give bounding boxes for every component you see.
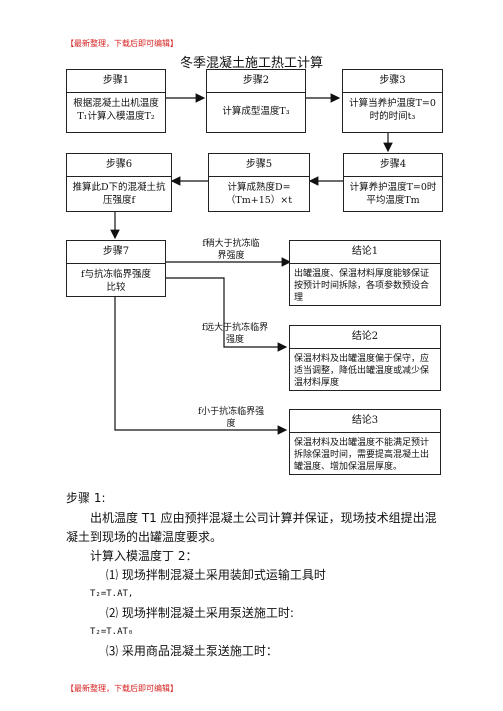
step3-head: 步骤3 xyxy=(343,70,442,93)
conclusion3-body: 保温材料及出罐温度不能满足预计拆除保温时间，需要提高混凝土出罐温度、增加保温层厚… xyxy=(294,438,430,472)
step7-body: f与抗冻临界强度比较 xyxy=(80,269,152,293)
paragraph-line-1: 出机温度 T1 应由预拌混凝土公司计算并保证，现场技术组提出混 xyxy=(90,511,437,525)
step1-body: 根据混凝土出机温度T₁计算入模温度T₂ xyxy=(73,98,159,122)
step6-box: 步骤6 推算此D下的混凝土抗压强度f xyxy=(66,153,172,212)
step2-body: 计算成型温度T₃ xyxy=(222,106,290,117)
step2-head: 步骤2 xyxy=(207,70,305,93)
page-title: 冬季混凝土施工热工计算 xyxy=(179,56,323,71)
header-note: 【最新整理，下载后即可编辑】 xyxy=(66,39,178,48)
edge-label-much-greater: f远大于抗冻临界强度 xyxy=(201,323,269,345)
arrow-s7-c2 xyxy=(166,277,288,352)
calc-line: 计算入模温度丁 2： xyxy=(90,549,198,563)
conclusion1-body: 出罐温度、保温材料厚度能够保证按预计时间拆除，各项参数预设合理 xyxy=(294,269,430,303)
step6-head: 步骤6 xyxy=(67,154,171,177)
footer-note: 【最新整理，下载后即可编辑】 xyxy=(66,684,178,693)
step4-body: 计算养护温度T=0时平均温度Tm xyxy=(349,182,437,206)
arrow-s7-c3 xyxy=(114,297,288,435)
conclusion2-box: 结论2 保温材料及出罐温度偏于保守，应适当调整，降低出罐温度或减少保温材料厚度 xyxy=(289,325,441,391)
list-item-2: ⑵ 现场拌制混凝土采用泵送施工时: xyxy=(106,606,294,620)
formula-1: T₂=T.AT, xyxy=(90,589,134,599)
step5-box: 步骤5 计算成熟度D=（Tm+15）×t xyxy=(208,153,310,212)
step4-box: 步骤4 计算养护温度T=0时平均温度Tm xyxy=(343,153,443,212)
step-heading: 步骤 1: xyxy=(66,491,106,505)
step5-body: 计算成熟度D=（Tm+15）×t xyxy=(225,182,293,206)
step4-head: 步骤4 xyxy=(344,154,442,177)
paragraph-line-2: 凝土到现场的出罐温度要求。 xyxy=(66,530,223,544)
step3-box: 步骤3 计算当养护温度T=0时的时间t₃ xyxy=(342,69,443,133)
step5-head: 步骤5 xyxy=(209,154,309,177)
edge-label-less-than: f小于抗冻临界强度 xyxy=(197,407,265,429)
conclusion3-box: 结论3 保温材料及出罐温度不能满足预计拆除保温时间，需要提高混凝土出罐温度、增加… xyxy=(289,409,441,475)
formula-2: T₂=T.AT₀ xyxy=(90,627,134,637)
step3-body: 计算当养护温度T=0时的时间t₃ xyxy=(349,98,436,122)
edge-label-slightly-greater: f稍大于抗冻临界强度 xyxy=(202,239,260,261)
conclusion3-head: 结论3 xyxy=(290,410,440,433)
list-item-1: ⑴ 现场拌制混凝土采用装卸式运输工具时 xyxy=(106,568,326,582)
step2-box: 步骤2 计算成型温度T₃ xyxy=(206,69,306,133)
step1-box: 步骤1 根据混凝土出机温度T₁计算入模温度T₂ xyxy=(66,69,166,133)
conclusion1-head: 结论1 xyxy=(290,241,440,264)
conclusion2-body: 保温材料及出罐温度偏于保守，应适当调整，降低出罐温度或减少保温材料厚度 xyxy=(294,354,430,388)
step7-head: 步骤7 xyxy=(67,241,165,264)
step1-head: 步骤1 xyxy=(67,70,165,93)
conclusion2-head: 结论2 xyxy=(290,326,440,349)
conclusion1-box: 结论1 出罐温度、保温材料厚度能够保证按预计时间拆除，各项参数预设合理 xyxy=(289,240,441,306)
list-item-3: ⑶ 采用商品混凝土泵送施工时： xyxy=(106,644,278,658)
step6-body: 推算此D下的混凝土抗压强度f xyxy=(72,182,166,206)
step7-box: 步骤7 f与抗冻临界强度比较 xyxy=(66,240,166,297)
